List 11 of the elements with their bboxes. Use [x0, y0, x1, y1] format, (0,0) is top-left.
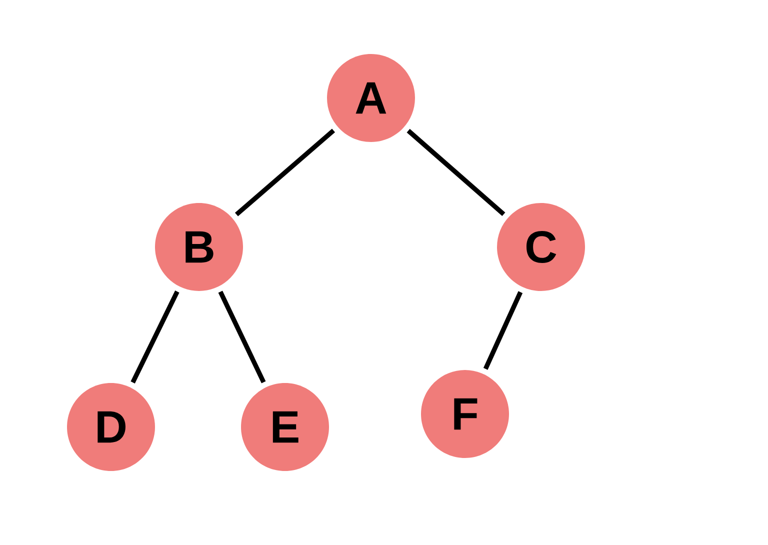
tree-node: B: [155, 203, 243, 291]
connector-line: [483, 291, 523, 370]
tree-node: D: [67, 383, 155, 471]
tree-node: A: [327, 54, 415, 142]
connector-line: [218, 290, 266, 384]
tree-node: C: [497, 203, 585, 291]
tree-node: E: [241, 383, 329, 471]
connector-line: [406, 128, 506, 216]
connector-line: [234, 128, 336, 216]
tree-node: F: [421, 370, 509, 458]
connector-line: [130, 290, 180, 384]
